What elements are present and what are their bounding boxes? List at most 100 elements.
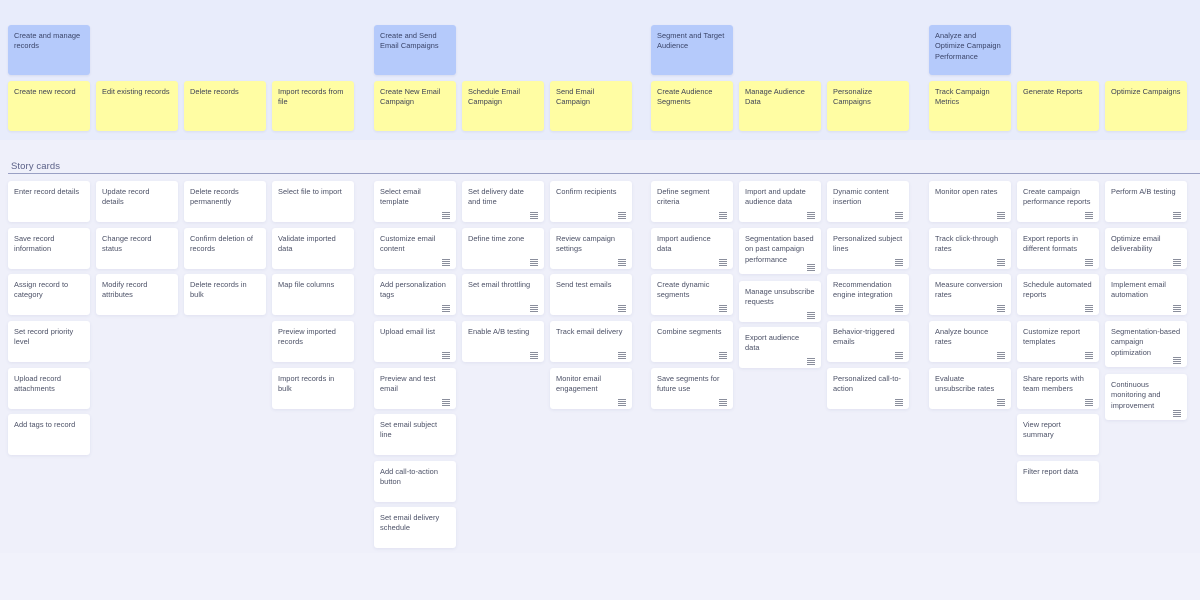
- hamburger-menu-icon[interactable]: [1085, 399, 1093, 406]
- story-card[interactable]: Export reports in different formats: [1017, 228, 1099, 269]
- hamburger-menu-icon[interactable]: [719, 399, 727, 406]
- story-card[interactable]: Import and update audience data: [739, 181, 821, 222]
- feature-card[interactable]: Generate Reports: [1017, 81, 1099, 131]
- hamburger-menu-icon[interactable]: [1173, 305, 1181, 312]
- hamburger-menu-icon[interactable]: [807, 264, 815, 271]
- feature-card[interactable]: Create new record: [8, 81, 90, 131]
- story-card[interactable]: Evaluate unsubscribe rates: [929, 368, 1011, 409]
- hamburger-menu-icon[interactable]: [895, 305, 903, 312]
- hamburger-menu-icon[interactable]: [895, 352, 903, 359]
- story-card[interactable]: Set email throttling: [462, 274, 544, 315]
- hamburger-menu-icon[interactable]: [618, 399, 626, 406]
- hamburger-menu-icon[interactable]: [1085, 305, 1093, 312]
- story-card[interactable]: Track click-through rates: [929, 228, 1011, 269]
- story-card[interactable]: Monitor email engagement: [550, 368, 632, 409]
- hamburger-menu-icon[interactable]: [807, 358, 815, 365]
- story-card[interactable]: Behavior-triggered emails: [827, 321, 909, 362]
- story-card[interactable]: Review campaign settings: [550, 228, 632, 269]
- hamburger-menu-icon[interactable]: [1085, 259, 1093, 266]
- story-card[interactable]: Save segments for future use: [651, 368, 733, 409]
- story-card[interactable]: Manage unsubscribe requests: [739, 281, 821, 322]
- hamburger-menu-icon[interactable]: [719, 259, 727, 266]
- story-card[interactable]: Personalized call-to-action: [827, 368, 909, 409]
- story-card[interactable]: Perform A/B testing: [1105, 181, 1187, 222]
- feature-card[interactable]: Optimize Campaigns: [1105, 81, 1187, 131]
- hamburger-menu-icon[interactable]: [997, 259, 1005, 266]
- story-card[interactable]: Confirm recipients: [550, 181, 632, 222]
- story-card[interactable]: Enter record details: [8, 181, 90, 222]
- story-card[interactable]: Share reports with team members: [1017, 368, 1099, 409]
- hamburger-menu-icon[interactable]: [442, 352, 450, 359]
- epic-card-email-campaigns[interactable]: Create and Send Email Campaigns: [374, 25, 456, 75]
- hamburger-menu-icon[interactable]: [618, 259, 626, 266]
- hamburger-menu-icon[interactable]: [807, 312, 815, 319]
- hamburger-menu-icon[interactable]: [895, 259, 903, 266]
- story-card[interactable]: Delete records in bulk: [184, 274, 266, 315]
- story-card[interactable]: Change record status: [96, 228, 178, 269]
- story-card[interactable]: View report summary: [1017, 414, 1099, 455]
- hamburger-menu-icon[interactable]: [719, 352, 727, 359]
- feature-card[interactable]: Send Email Campaign: [550, 81, 632, 131]
- story-card[interactable]: Validate imported data: [272, 228, 354, 269]
- story-card[interactable]: Update record details: [96, 181, 178, 222]
- hamburger-menu-icon[interactable]: [895, 399, 903, 406]
- hamburger-menu-icon[interactable]: [1173, 410, 1181, 417]
- story-card[interactable]: Preview and test email: [374, 368, 456, 409]
- story-card[interactable]: Select email template: [374, 181, 456, 222]
- hamburger-menu-icon[interactable]: [895, 212, 903, 219]
- story-card[interactable]: Upload record attachments: [8, 368, 90, 409]
- hamburger-menu-icon[interactable]: [530, 212, 538, 219]
- hamburger-menu-icon[interactable]: [1085, 212, 1093, 219]
- story-card[interactable]: Define time zone: [462, 228, 544, 269]
- story-card[interactable]: Set delivery date and time: [462, 181, 544, 222]
- story-card[interactable]: Enable A/B testing: [462, 321, 544, 362]
- hamburger-menu-icon[interactable]: [442, 305, 450, 312]
- hamburger-menu-icon[interactable]: [618, 305, 626, 312]
- hamburger-menu-icon[interactable]: [618, 352, 626, 359]
- story-card[interactable]: Map file columns: [272, 274, 354, 315]
- story-card[interactable]: Optimize email deliverability: [1105, 228, 1187, 269]
- story-card[interactable]: Preview imported records: [272, 321, 354, 362]
- story-card[interactable]: Schedule automated reports: [1017, 274, 1099, 315]
- story-card[interactable]: Dynamic content insertion: [827, 181, 909, 222]
- hamburger-menu-icon[interactable]: [997, 212, 1005, 219]
- story-card[interactable]: Monitor open rates: [929, 181, 1011, 222]
- story-card[interactable]: Import records in bulk: [272, 368, 354, 409]
- hamburger-menu-icon[interactable]: [997, 305, 1005, 312]
- story-card[interactable]: Add tags to record: [8, 414, 90, 455]
- story-card[interactable]: Create campaign performance reports: [1017, 181, 1099, 222]
- feature-card[interactable]: Create Audience Segments: [651, 81, 733, 131]
- feature-card[interactable]: Track Campaign Metrics: [929, 81, 1011, 131]
- story-card[interactable]: Segmentation-based campaign optimization: [1105, 321, 1187, 367]
- hamburger-menu-icon[interactable]: [530, 305, 538, 312]
- epic-card-analyze-optimize[interactable]: Analyze and Optimize Campaign Performanc…: [929, 25, 1011, 75]
- story-card[interactable]: Save record information: [8, 228, 90, 269]
- story-card[interactable]: Delete records permanently: [184, 181, 266, 222]
- hamburger-menu-icon[interactable]: [1173, 357, 1181, 364]
- feature-card[interactable]: Schedule Email Campaign: [462, 81, 544, 131]
- story-card[interactable]: Add personalization tags: [374, 274, 456, 315]
- hamburger-menu-icon[interactable]: [1173, 259, 1181, 266]
- story-card[interactable]: Filter report data: [1017, 461, 1099, 502]
- hamburger-menu-icon[interactable]: [1173, 212, 1181, 219]
- story-card[interactable]: Upload email list: [374, 321, 456, 362]
- hamburger-menu-icon[interactable]: [719, 212, 727, 219]
- feature-card[interactable]: Edit existing records: [96, 81, 178, 131]
- story-card[interactable]: Set email subject line: [374, 414, 456, 455]
- hamburger-menu-icon[interactable]: [530, 259, 538, 266]
- hamburger-menu-icon[interactable]: [1085, 352, 1093, 359]
- story-card[interactable]: Segmentation based on past campaign perf…: [739, 228, 821, 274]
- feature-card[interactable]: Delete records: [184, 81, 266, 131]
- feature-card[interactable]: Import records from file: [272, 81, 354, 131]
- epic-card-segment-audience[interactable]: Segment and Target Audience: [651, 25, 733, 75]
- story-card[interactable]: Track email delivery: [550, 321, 632, 362]
- hamburger-menu-icon[interactable]: [719, 305, 727, 312]
- hamburger-menu-icon[interactable]: [618, 212, 626, 219]
- hamburger-menu-icon[interactable]: [530, 352, 538, 359]
- story-card[interactable]: Implement email automation: [1105, 274, 1187, 315]
- story-card[interactable]: Select file to import: [272, 181, 354, 222]
- feature-card[interactable]: Personalize Campaigns: [827, 81, 909, 131]
- story-card[interactable]: Set email delivery schedule: [374, 507, 456, 548]
- hamburger-menu-icon[interactable]: [442, 399, 450, 406]
- story-card[interactable]: Customize email content: [374, 228, 456, 269]
